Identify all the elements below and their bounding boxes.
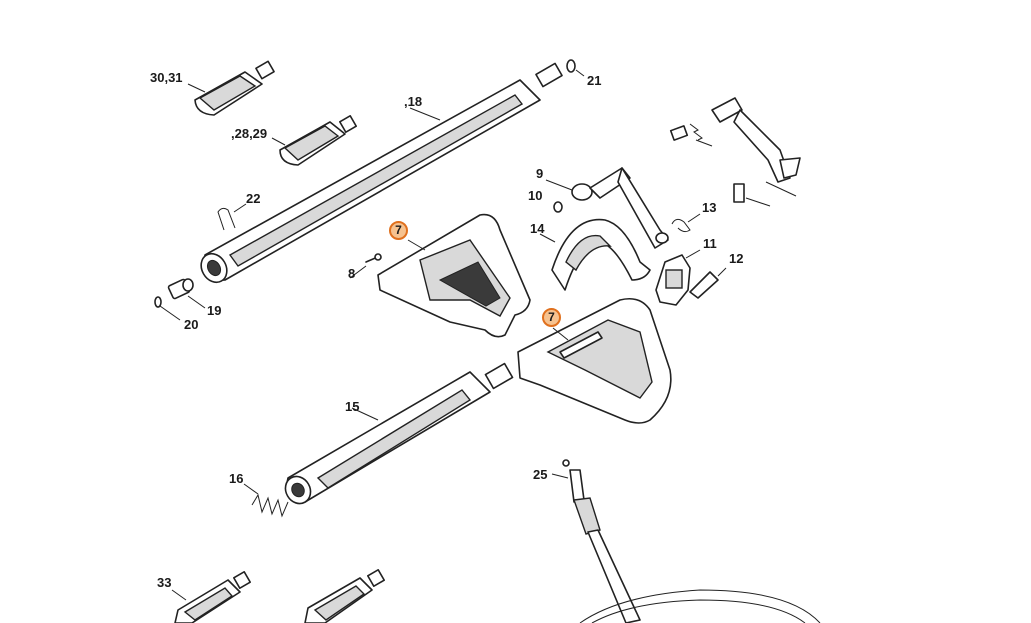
trigger-cover-14 — [539, 218, 651, 291]
handle-7-lower — [517, 297, 672, 424]
lance-18 — [200, 62, 563, 284]
handle-shell-7-upper — [377, 213, 531, 338]
part-label-18: ,18 — [404, 94, 423, 109]
part-label-13: 13 — [702, 200, 717, 215]
callout-7-upper: 7 — [389, 221, 408, 240]
part-label-11: 11 — [703, 236, 717, 251]
lance-tube-15 — [284, 362, 514, 505]
valve-assembly-detail — [669, 97, 801, 207]
part-label-30-31: 30,31 — [150, 70, 183, 85]
nozzle-30-31 — [187, 60, 275, 116]
part-label-21: 21 — [587, 73, 602, 88]
pin-12 — [689, 267, 727, 299]
nozzle-bottom — [304, 569, 385, 623]
valve-11 — [655, 249, 701, 306]
part-label-33: 33 — [157, 575, 172, 590]
part-label-28-29: ,28,29 — [231, 126, 268, 141]
screw-8 — [349, 253, 382, 279]
part-label-20: 20 — [184, 317, 199, 332]
nozzle-28-29 — [271, 115, 357, 166]
o-ring-20 — [154, 296, 162, 308]
o-ring-21 — [566, 59, 576, 73]
part-label-19: 19 — [207, 303, 222, 318]
o-ring-10 — [553, 201, 563, 213]
nozzle-33 — [171, 571, 251, 623]
part-label-25: 25 — [533, 467, 548, 482]
trigger-linkage-9 — [545, 167, 669, 249]
part-label-10: 10 — [528, 188, 543, 203]
part-label-12: 12 — [729, 251, 744, 266]
part-label-16: 16 — [229, 471, 244, 486]
part-label-15: 15 — [345, 399, 360, 414]
hose-25 — [551, 459, 821, 623]
part-label-9: 9 — [536, 166, 544, 181]
clip-13 — [671, 218, 691, 233]
connector-19 — [167, 278, 194, 300]
spring-16 — [243, 483, 289, 518]
part-label-14: 14 — [530, 221, 545, 236]
clip-22 — [217, 207, 236, 231]
callout-7-lower: 7 — [542, 308, 561, 327]
part-label-22: 22 — [246, 191, 261, 206]
part-label-8: 8 — [348, 266, 356, 281]
